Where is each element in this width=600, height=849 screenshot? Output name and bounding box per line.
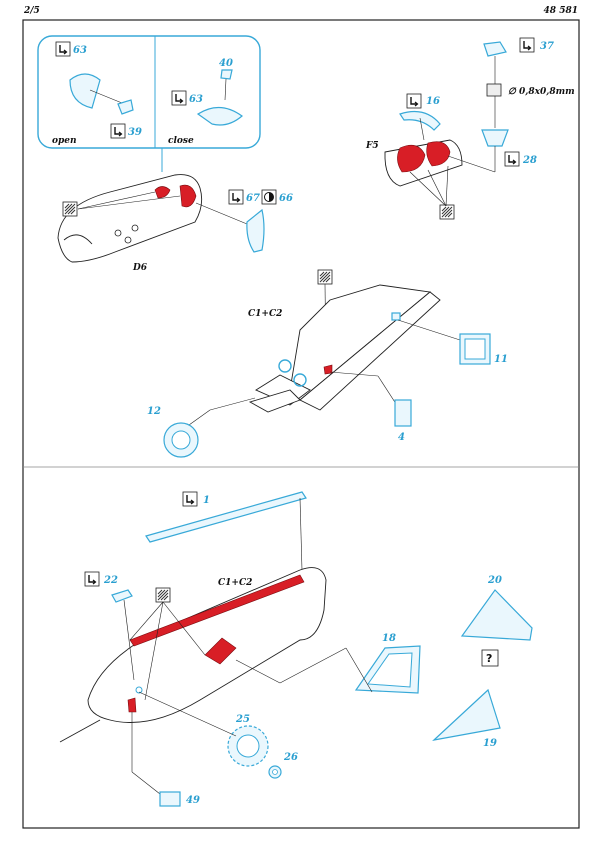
fold-icon — [84, 571, 100, 587]
fold-icon — [504, 151, 520, 167]
f5-label: F5 — [365, 141, 379, 151]
paint-icon — [439, 204, 455, 220]
bottom-part-c: 20 — [487, 575, 502, 586]
d6-label: D6 — [132, 263, 148, 273]
paint-area — [204, 637, 237, 665]
bottom-label: C1+C2 — [218, 578, 252, 588]
mount-part — [483, 41, 507, 57]
fold-icon — [182, 491, 198, 507]
wire-part — [486, 83, 502, 97]
close-label: close — [168, 136, 194, 146]
paint-area — [127, 697, 137, 713]
paint-area — [179, 184, 197, 208]
paint-icon — [317, 269, 333, 285]
fold-icon — [171, 90, 187, 106]
c1c2-part-a: 11 — [494, 354, 508, 365]
flap-part — [69, 73, 101, 109]
assembly-d6: 67 66 D6 — [57, 174, 293, 273]
bottom-part-g: 26 — [283, 752, 298, 763]
d6-part-b: 66 — [279, 193, 293, 204]
paint-area — [154, 186, 171, 199]
query-mark: ? — [486, 652, 492, 665]
fold-icon — [228, 189, 244, 205]
bottom-part-f: 25 — [235, 714, 250, 725]
paint-icon — [155, 587, 171, 603]
fold-icon — [55, 41, 71, 57]
bottom-part-e: 19 — [483, 738, 497, 749]
inset-part-c: 40 — [219, 58, 233, 69]
fold-icon — [406, 93, 422, 109]
paint-area — [426, 141, 451, 167]
plate-part — [394, 399, 412, 427]
bottom-part-d: 18 — [382, 633, 396, 644]
paint-area — [397, 144, 426, 173]
paint-icon — [62, 201, 78, 217]
small-plate-part — [159, 791, 181, 807]
f5-part-a: 16 — [426, 96, 440, 107]
c1c2-part-b: 12 — [147, 406, 161, 417]
open-label: open — [52, 136, 77, 146]
paint-area — [129, 574, 305, 647]
vent-part — [246, 208, 265, 253]
assembly-c1c2-top: C1+C2 11 4 12 — [147, 269, 508, 458]
bottom-part-a: 1 — [203, 495, 210, 506]
cover-part — [460, 589, 533, 641]
c1c2-part-c: 4 — [398, 432, 405, 443]
query-box — [481, 649, 499, 667]
bottom-part-b: 22 — [103, 575, 118, 586]
wire-note: ∅ 0,8x0,8mm — [508, 87, 575, 97]
assembly-c1c2-bottom: 1 C1+C2 22 20 ? 18 19 25 — [59, 491, 533, 807]
inset-open-close: 63 39 open 40 63 close — [37, 35, 261, 172]
fold-icon — [519, 37, 535, 53]
c1c2-top-label: C1+C2 — [248, 309, 282, 319]
f5-part-b: 37 — [540, 41, 554, 52]
page-frame — [22, 19, 580, 829]
bottom-part-h: 49 — [186, 795, 200, 806]
paint-area — [323, 364, 333, 375]
inset-part-d: 63 — [189, 94, 203, 105]
fold-icon — [110, 123, 126, 139]
f5-part-c: 28 — [522, 155, 537, 166]
inset-part-b: 39 — [128, 127, 142, 138]
d6-part-a: 67 — [246, 193, 260, 204]
window-part — [432, 688, 501, 741]
page-number: 2/5 — [24, 6, 40, 16]
inset-part-a: 63 — [73, 45, 87, 56]
set-code: 48 581 — [543, 6, 578, 16]
contrast-icon — [261, 189, 277, 205]
assembly-f5: 16 F5 37 ∅ 0,8x0,8mm 28 — [365, 37, 575, 220]
strip-part — [145, 491, 307, 543]
